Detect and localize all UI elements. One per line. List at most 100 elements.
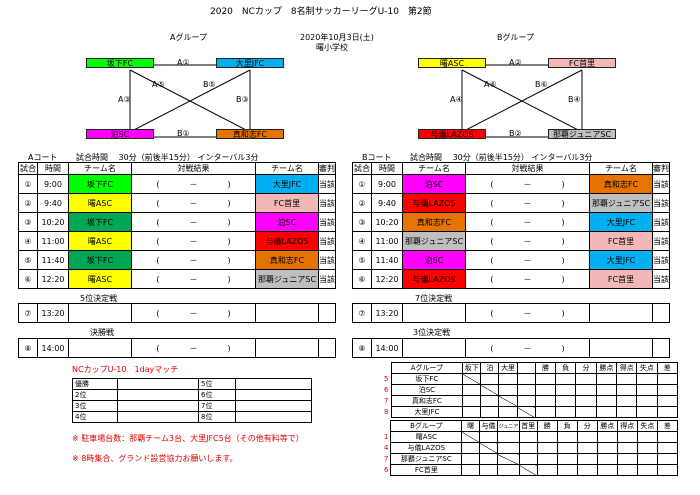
col-referee: 審判	[652, 162, 670, 175]
referee	[652, 338, 670, 358]
score-close: )	[227, 217, 231, 227]
cell	[595, 395, 617, 407]
score-close: )	[227, 274, 231, 284]
team-home	[402, 338, 466, 358]
cell	[462, 406, 482, 418]
team-home: 曙ASC	[68, 269, 132, 289]
match-result: (－)	[465, 212, 590, 232]
page-title: 2020 NCカップ 8名制サッカーリーグU-10 第2節	[210, 7, 432, 17]
score-open: (	[156, 274, 160, 284]
col-header: 与儀	[479, 420, 498, 432]
match-time: 9:00	[37, 174, 69, 194]
cell	[575, 373, 597, 385]
col-header	[516, 362, 536, 374]
referee	[652, 303, 670, 323]
table-row: 1 曙ASC	[382, 431, 679, 443]
cell	[498, 406, 518, 418]
cell	[576, 431, 598, 443]
referee: 当該	[652, 193, 670, 213]
score-open: (	[156, 217, 160, 227]
score-dash: －	[523, 343, 532, 353]
cell	[480, 406, 500, 418]
cell	[656, 464, 679, 476]
team-away: FC首里	[589, 269, 653, 289]
table-row: ① 9:00 泊SC (－) 真和志FC 当該	[352, 174, 670, 194]
court-a-final2-label: 決勝戦	[90, 328, 114, 337]
match-result: (－)	[131, 303, 256, 323]
team-away: FC首里	[255, 193, 319, 213]
self-cell	[479, 442, 498, 454]
self-cell	[518, 464, 538, 476]
match-time: 12:20	[371, 269, 403, 289]
match-number: ④	[18, 231, 38, 251]
cell	[575, 406, 597, 418]
score-dash: －	[189, 236, 198, 246]
row-number: 4	[383, 444, 389, 452]
col-header: 差	[656, 420, 679, 432]
team-away: 真和志FC	[589, 174, 653, 194]
score-close: )	[561, 217, 565, 227]
score-close: )	[561, 343, 565, 353]
score-close: )	[227, 255, 231, 265]
cell	[556, 442, 578, 454]
referee	[318, 303, 336, 323]
score-dash: －	[523, 179, 532, 189]
score-dash: －	[189, 179, 198, 189]
match-number: ②	[352, 193, 372, 213]
table-row: ⑧ 14:00 (－)	[352, 338, 670, 358]
score-close: )	[561, 274, 565, 284]
cell	[534, 373, 557, 385]
cell	[615, 384, 638, 396]
cell	[516, 384, 536, 396]
group-b-team-akebono: 曙ASC	[418, 58, 486, 68]
table-row: ⑥ 12:20 与儀LAZOS (－) FC首里 当該	[352, 269, 670, 289]
group-a-edge-diag1: A⑤	[152, 80, 165, 89]
cell	[615, 395, 638, 407]
cell	[555, 373, 577, 385]
cell	[461, 464, 481, 476]
group-b-edge-diag2: B⑥	[535, 80, 548, 89]
group-b-team-naha: 那覇ジュニアSC	[548, 129, 616, 139]
team-home: 与儀LAZOS	[402, 269, 466, 289]
match-number: ②	[18, 193, 38, 213]
score-open: (	[156, 179, 160, 189]
match-number: ⑦	[18, 303, 38, 323]
court-b-schedule: 試合 時間 チーム名 対戦結果 チーム名 審判 ① 9:00 泊SC (－) 真…	[352, 162, 670, 289]
cell	[615, 406, 638, 418]
group-a-label: Aグループ	[170, 33, 207, 42]
self-cell	[516, 406, 536, 418]
score-dash: －	[189, 274, 198, 284]
score-open: (	[490, 308, 494, 318]
table-row: ③ 10:20 真和志FC (－) 大里JFC 当該	[352, 212, 670, 232]
team-away: 那覇ジュニアSC	[255, 269, 319, 289]
match-number: ④	[352, 231, 372, 251]
cell	[496, 431, 520, 443]
referee: 当該	[318, 193, 336, 213]
table-row: 6 泊SC	[382, 384, 679, 396]
ranking-table: 優勝 5位 2位 6位 3位 7位 4位 8位	[72, 378, 312, 423]
venue: 曙小学校	[316, 43, 348, 52]
court-b-final2: ⑧ 14:00 (－)	[352, 338, 670, 358]
team-name: 真和志FC	[390, 395, 464, 407]
table-row: ⑧ 14:00 (－)	[18, 338, 336, 358]
cell	[555, 384, 577, 396]
match-time: 13:20	[37, 303, 69, 323]
score-dash: －	[189, 308, 198, 318]
group-a-team-mawashi: 真和志FC	[216, 129, 284, 139]
col-header: 得点	[615, 362, 638, 374]
score-close: )	[561, 198, 565, 208]
cell	[596, 431, 618, 443]
team-home: 坂下FC	[68, 212, 132, 232]
cell	[498, 384, 518, 396]
rank-value	[235, 400, 312, 412]
team-away: FC首里	[589, 231, 653, 251]
col-header: ジュニア	[496, 420, 520, 432]
cell	[615, 373, 638, 385]
rank-value	[235, 378, 312, 390]
match-result: ( －)	[131, 269, 256, 289]
referee: 当該	[318, 212, 336, 232]
score-open: (	[490, 179, 494, 189]
team-name: 与儀LAZOS	[390, 442, 463, 454]
referee: 当該	[318, 174, 336, 194]
cell	[516, 373, 536, 385]
